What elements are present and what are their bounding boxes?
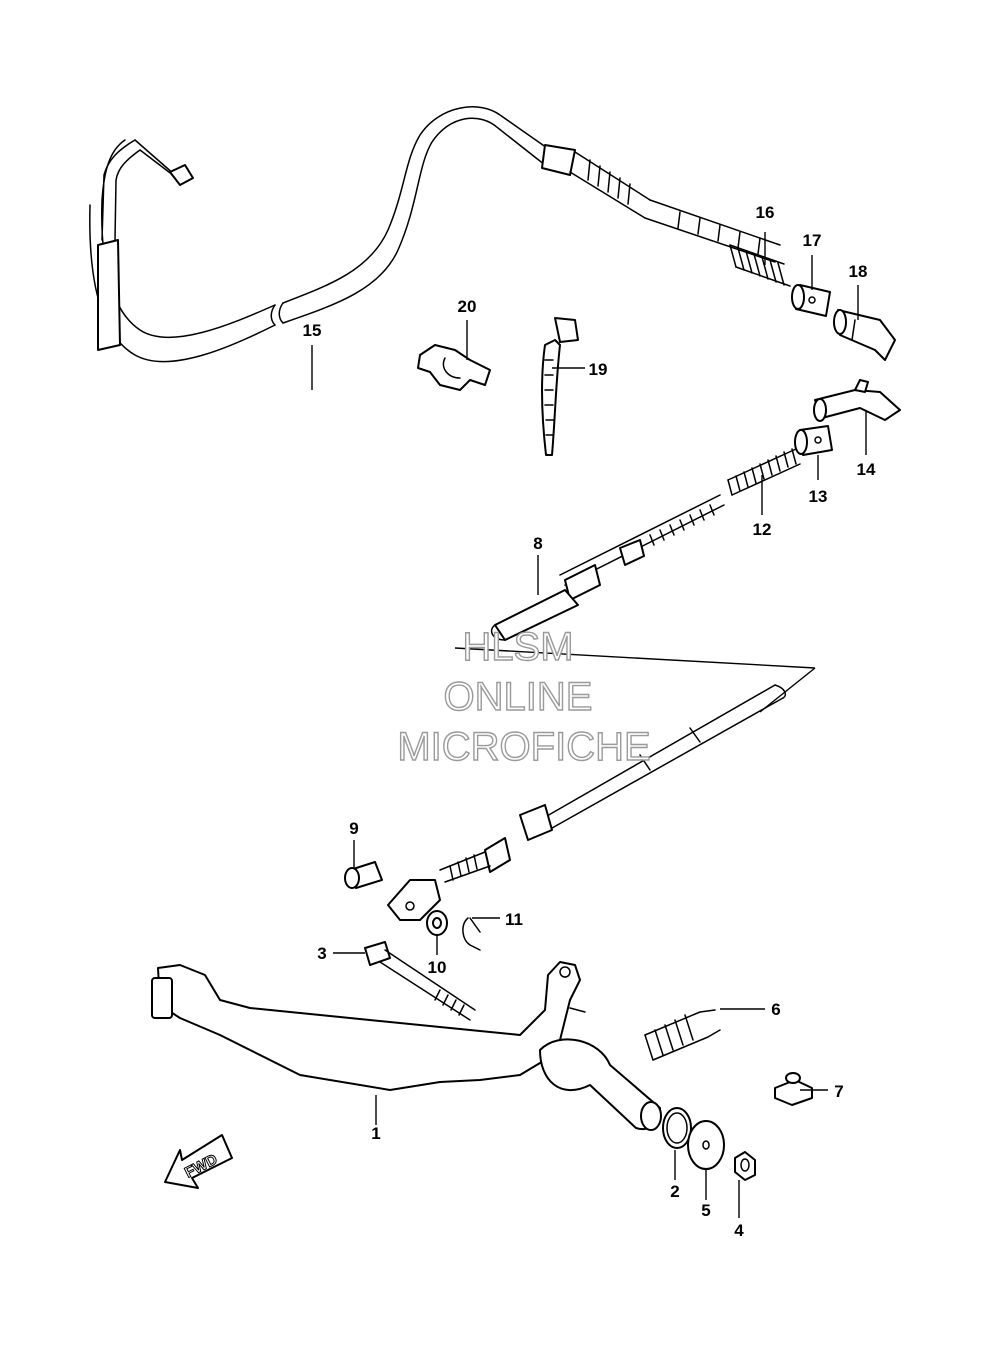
callout-13: 13 bbox=[809, 487, 828, 506]
nut-7 bbox=[774, 1072, 813, 1106]
callout-12: 12 bbox=[753, 520, 772, 539]
callout-18: 18 bbox=[849, 262, 868, 281]
leader-lines bbox=[311, 232, 867, 1218]
nut-4 bbox=[734, 1151, 756, 1181]
joint-17 bbox=[791, 284, 831, 317]
brake-pedal-1 bbox=[151, 961, 662, 1131]
watermark-line-2: ONLINE bbox=[444, 675, 593, 719]
spring-12 bbox=[727, 448, 801, 496]
watermark: HLSM ONLINE MICROFICHE bbox=[397, 624, 652, 769]
callout-3: 3 bbox=[317, 944, 326, 963]
callout-1: 1 bbox=[371, 1124, 380, 1143]
callout-4: 4 bbox=[734, 1221, 744, 1240]
callout-6: 6 bbox=[771, 1000, 780, 1019]
clamp-20 bbox=[417, 344, 491, 391]
fwd-arrow: FWD bbox=[164, 1134, 233, 1189]
callout-14: 14 bbox=[857, 460, 876, 479]
cotter-pin-11 bbox=[462, 917, 481, 951]
spring-16 bbox=[729, 244, 791, 287]
clevis-18 bbox=[833, 309, 896, 361]
callout-2: 2 bbox=[670, 1182, 679, 1201]
cable-15 bbox=[89, 106, 781, 363]
callout-labels: 1 2 3 4 5 6 7 8 9 10 11 12 13 14 15 16 1… bbox=[303, 203, 876, 1240]
callout-20: 20 bbox=[458, 297, 477, 316]
callout-8: 8 bbox=[533, 534, 542, 553]
callout-9: 9 bbox=[349, 819, 358, 838]
callout-10: 10 bbox=[428, 958, 447, 977]
callout-11: 11 bbox=[505, 910, 523, 929]
spring-6 bbox=[644, 1009, 721, 1061]
washer-5 bbox=[687, 1120, 725, 1170]
washer-10 bbox=[426, 910, 448, 936]
callout-7: 7 bbox=[834, 1082, 843, 1101]
clevis-14 bbox=[813, 379, 901, 422]
cable-tie-19 bbox=[541, 317, 579, 456]
pin-9 bbox=[344, 861, 383, 889]
watermark-line-3: MICROFICHE bbox=[397, 725, 650, 769]
watermark-line-1: HLSM bbox=[462, 625, 573, 669]
callout-15: 15 bbox=[303, 321, 322, 340]
o-ring-2 bbox=[662, 1107, 692, 1149]
callout-5: 5 bbox=[701, 1201, 710, 1220]
joint-13 bbox=[794, 425, 833, 456]
cable-8 bbox=[387, 494, 816, 921]
bolt-3 bbox=[364, 941, 476, 1021]
callout-19: 19 bbox=[589, 360, 608, 379]
callout-17: 17 bbox=[803, 231, 822, 250]
callout-16: 16 bbox=[756, 203, 775, 222]
